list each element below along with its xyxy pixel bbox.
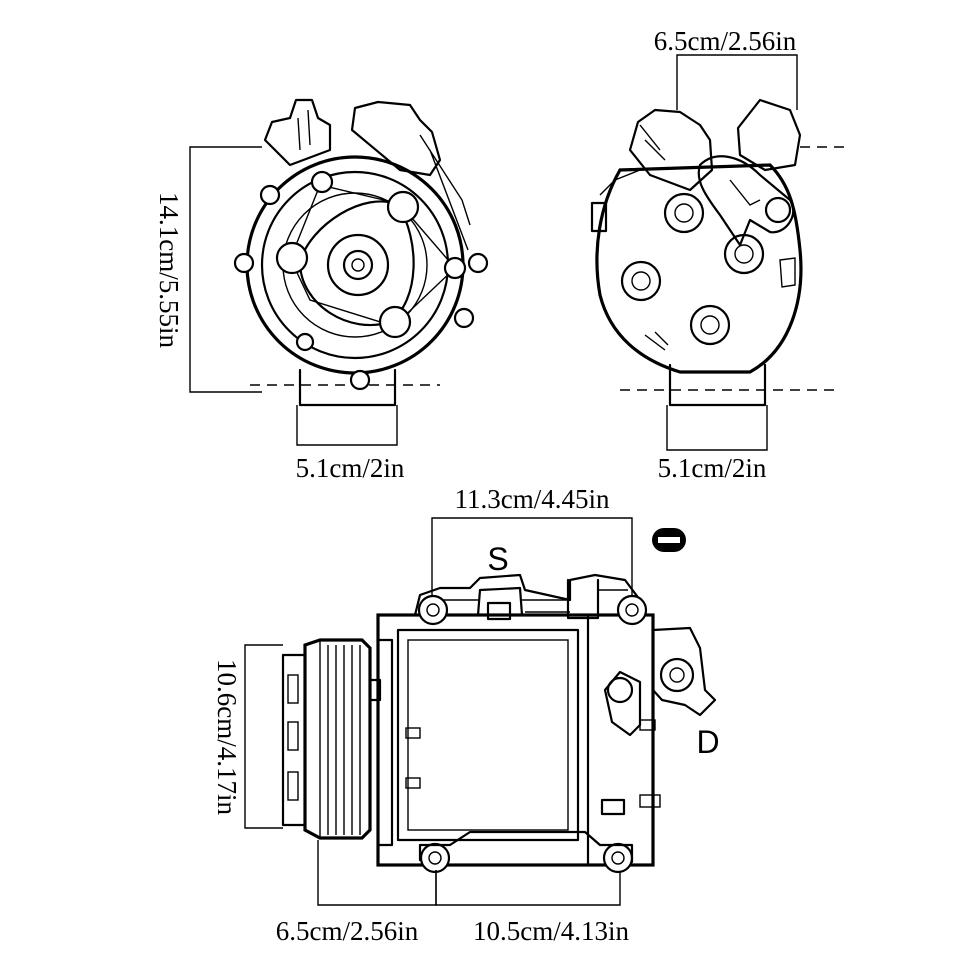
- rear-top-fitting-right: [736, 98, 802, 172]
- rear-base-label: 5.1cm/2in: [658, 453, 767, 483]
- rear-top-fitting-left: [628, 108, 714, 192]
- front-rivet-bottom: [378, 305, 412, 339]
- front-ear-top-left: [259, 184, 281, 206]
- minus-bar: [658, 537, 680, 543]
- pulley-height-label: 10.6cm/4.17in: [212, 659, 242, 815]
- front-clutch-plate: [298, 200, 415, 327]
- side-bottom-rail: [418, 830, 634, 864]
- front-height-label: 14.1cm/5.55in: [154, 192, 184, 348]
- side-bolt-top-left: [417, 594, 449, 626]
- top-width-label: 6.5cm/2.56in: [654, 26, 797, 56]
- front-line-tube: [297, 109, 471, 251]
- discharge-port-label: D: [696, 724, 719, 760]
- pulley-width-dimension: 6.5cm/2.56in: [276, 840, 437, 946]
- side-view: 11.3cm/4.45in S D 10.6cm/4.17in: [212, 484, 720, 946]
- side-bolt-bottom-right: [602, 842, 634, 874]
- pulley-width-label: 6.5cm/2.56in: [276, 916, 419, 946]
- rear-bolt-3: [620, 260, 662, 302]
- front-hub-center: [351, 258, 365, 272]
- rear-bracket: [697, 155, 795, 247]
- rear-bolt-1: [663, 192, 705, 234]
- side-bolt-top-right: [616, 594, 648, 626]
- rear-bracket-slot: [729, 179, 761, 206]
- front-rivet-bottom-left: [295, 332, 315, 352]
- rear-mount-foot: [668, 363, 767, 407]
- side-bolt-bottom-left: [419, 842, 451, 874]
- front-view: 14.1cm/5.55in 5.1cm/2in: [154, 98, 489, 483]
- pulley-height-dimension: 10.6cm/4.17in: [212, 644, 283, 829]
- front-hub-inner: [342, 249, 374, 281]
- rear-bolt-4: [689, 304, 731, 346]
- front-top-fitting-left: [263, 98, 332, 167]
- front-height-dimension: 14.1cm/5.55in: [154, 146, 262, 393]
- top-width-dimension: 6.5cm/2.56in: [654, 26, 798, 110]
- front-ear-left: [233, 252, 255, 274]
- bottom-span-dimension: 10.5cm/4.13in: [435, 870, 629, 946]
- side-span-dimension: 11.3cm/4.45in: [431, 484, 633, 600]
- front-clutch-arm-3: [291, 261, 391, 326]
- side-body: [376, 613, 661, 867]
- front-top-fitting-right: [350, 100, 442, 177]
- front-rivet-right-top: [386, 190, 420, 224]
- front-base-dimension: 5.1cm/2in: [296, 405, 405, 483]
- front-base-label: 5.1cm/2in: [296, 453, 405, 483]
- front-ear-bottom-right: [453, 307, 475, 329]
- rear-housing: [595, 163, 803, 374]
- rear-tube: [599, 124, 666, 196]
- front-rivet-top: [310, 170, 334, 194]
- rear-bolt-2: [723, 233, 765, 275]
- discharge-fitting: [603, 626, 717, 737]
- front-hub-outer: [326, 233, 390, 297]
- front-ear-right: [467, 252, 489, 274]
- front-rivet-left: [275, 241, 309, 275]
- front-mount-foot: [298, 368, 397, 407]
- rear-bolt-small: [764, 196, 792, 224]
- front-rivet-right: [443, 256, 467, 280]
- side-top-manifold: [413, 573, 642, 621]
- bottom-span-label: 10.5cm/4.13in: [473, 916, 629, 946]
- rear-view: 6.5cm/2.56in 5.1cm/2in: [590, 26, 850, 483]
- rear-base-dimension: 5.1cm/2in: [658, 405, 768, 483]
- pulley: [281, 638, 382, 840]
- side-span-label: 11.3cm/4.45in: [455, 484, 610, 514]
- suction-port-label: S: [487, 541, 508, 577]
- rear-rib: [644, 257, 796, 351]
- front-ear-bottom: [349, 369, 371, 391]
